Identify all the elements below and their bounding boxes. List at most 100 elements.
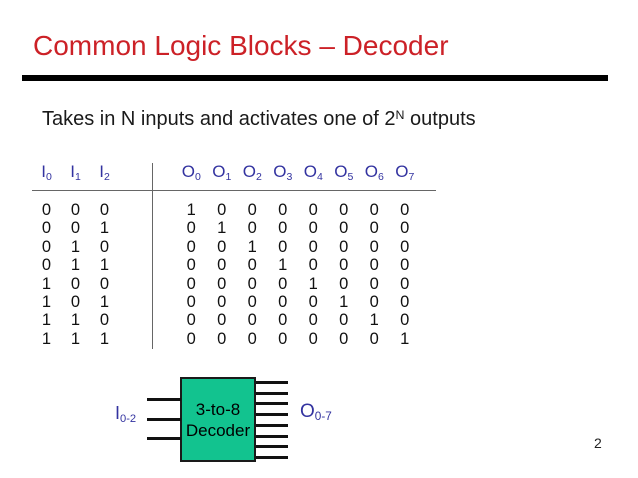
truth-table-output-cell: 0 [186,274,196,293]
truth-table-input-cell: 0 [41,237,52,256]
input-wire [147,398,181,401]
truth-table-input-cell: 0 [70,219,81,238]
truth-table-output-cell: 0 [278,201,288,219]
title-divider [22,75,608,81]
truth-table-output-cell: 0 [308,237,318,256]
truth-table-input-cell: 0 [99,274,110,293]
truth-table-input-cell: 0 [41,201,52,219]
truth-table-output-cell: 0 [339,201,349,219]
truth-table-input-cell: 1 [70,237,81,256]
truth-table-output-cell: 0 [400,292,410,311]
truth-table-output-cell: 1 [186,201,196,219]
truth-table-output-cell: 1 [278,256,288,275]
output-wire [256,413,288,417]
truth-table-output-cell: 0 [186,311,196,330]
column-header-o1: O1 [212,162,232,183]
truth-table-output-cell: 0 [308,329,318,348]
truth-table-input-cell: 0 [70,201,81,219]
truth-table-input-cell: 1 [99,329,110,348]
truth-table-output-cell: 0 [369,292,379,311]
column-header-o7: O7 [395,162,415,183]
truth-table-output-cell: 0 [278,274,288,293]
output-wire [256,456,288,460]
output-wire [256,381,288,384]
column-header-i0: I0 [41,162,52,183]
truth-table-output-cell: 0 [369,201,379,219]
column-header-o5: O5 [334,162,354,183]
truth-table-input-cell: 0 [70,292,81,311]
output-wire [256,445,288,449]
truth-table-output-cell: 0 [308,292,318,311]
truth-table-output-cell: 0 [339,274,349,293]
truth-table-output-cell: 0 [247,201,257,219]
truth-table-output-cell: 0 [369,219,379,238]
decoder-block: 3-to-8 Decoder [180,377,256,462]
truth-table-output-cell: 1 [308,274,318,293]
truth-table-output-cell: 0 [339,219,349,238]
input-bus-label: I0-2 [115,403,137,426]
subtitle: Takes in N inputs and activates one of 2… [42,108,476,131]
truth-table-output-cell: 0 [369,329,379,348]
truth-table-output-cell: 1 [369,311,379,330]
truth-table-output-cell: 0 [247,274,257,293]
truth-table-output-cell: 0 [400,311,410,330]
truth-table-input-cell: 1 [70,329,81,348]
truth-table-output-cell: 0 [339,256,349,275]
truth-table-input-cell: 1 [41,274,52,293]
truth-table-input-cell: 0 [41,219,52,238]
column-header-o6: O6 [364,162,384,183]
input-wire [147,437,181,441]
truth-table-output-cell: 0 [278,311,288,330]
truth-table-output-cell: 0 [186,256,196,275]
column-header-i1: I1 [70,162,81,183]
truth-table-header-rule [32,190,436,191]
truth-table-output-cell: 0 [217,311,227,330]
truth-table-output-cell: 0 [217,256,227,275]
truth-table-output-cell: 0 [369,274,379,293]
truth-table-io-divider [152,163,153,349]
truth-table-output-cell: 0 [369,256,379,275]
decoder-block-label-line2: Decoder [185,420,251,440]
truth-table-output-cell: 0 [247,329,257,348]
truth-table-output-cell: 0 [339,311,349,330]
truth-table-output-cell: 0 [369,237,379,256]
truth-table-output-cell: 0 [186,237,196,256]
truth-table-output-cell: 0 [186,329,196,348]
truth-table-output-cell: 0 [186,219,196,238]
truth-table-output-cell: 0 [217,201,227,219]
truth-table-output-cell: 1 [339,292,349,311]
truth-table-output-cell: 0 [400,274,410,293]
truth-table-output-cell: 0 [400,256,410,275]
truth-table-input-cell: 1 [99,256,110,275]
output-wire [256,402,288,406]
truth-table-input-cell: 1 [41,329,52,348]
truth-table-output-cell: 1 [247,237,257,256]
truth-table-output-cell: 0 [247,311,257,330]
truth-table-output-cell: 0 [247,256,257,275]
column-header-i2: I2 [99,162,110,183]
truth-table-input-cell: 0 [99,311,110,330]
column-header-o4: O4 [303,162,323,183]
subtitle-text: Takes in N inputs and activates one of 2 [42,108,396,130]
column-header-o2: O2 [242,162,262,183]
truth-table-output-cell: 0 [278,237,288,256]
output-wire [256,391,288,395]
input-wire [147,417,181,421]
truth-table-output-cell: 0 [339,237,349,256]
truth-table-output-cell: 0 [247,219,257,238]
output-bus-label: O0-7 [300,401,332,424]
truth-table-output-cell: 0 [400,219,410,238]
truth-table-output-cell: 0 [339,329,349,348]
decoder-block-label-line1: 3-to-8 [195,399,241,419]
truth-table-input-cell: 0 [99,237,110,256]
truth-table-output-cell: 0 [278,292,288,311]
